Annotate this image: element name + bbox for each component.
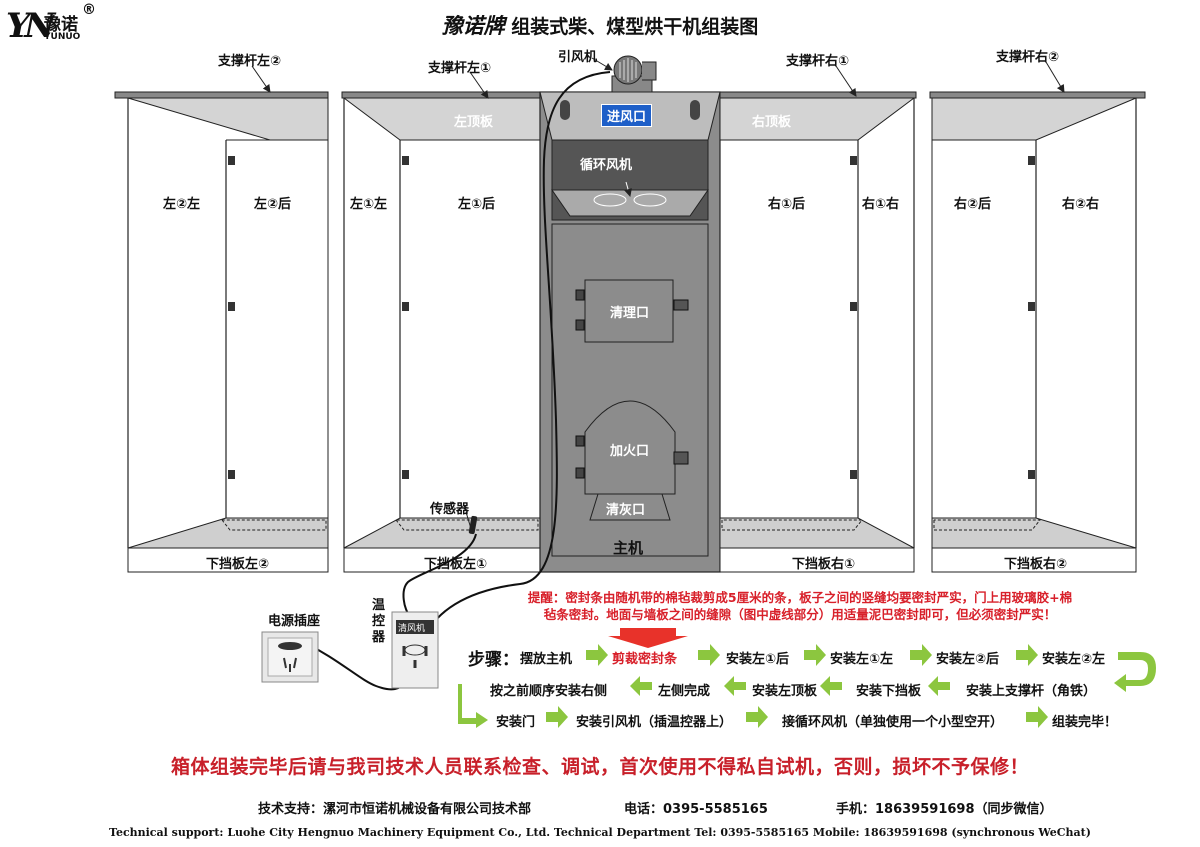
label-circ-fan: 循环风机 [580,158,633,173]
logo-cn: 豫诺 [44,15,78,35]
step-1-4: 安装左①左 [830,652,894,667]
warranty-warning: 箱体组装完毕后请与我司技术人员联系检查、调试，首次使用不得私自试机，否则，损坏不… [170,756,1029,778]
seal-notice-line1: 提醒：密封条由随机带的棉毡裁剪成5厘米的条，板子之间的竖缝均要密封严实，门上用玻… [527,590,1073,605]
label-ash-port: 清灰口 [606,503,646,518]
step-2-4: 安装下挡板 [856,684,922,699]
logo-mark: YN [6,6,55,46]
label-right1-right: 右①右 [862,197,900,212]
logo-en: YUNUO [44,32,81,42]
label-top-right: 右顶板 [752,115,792,130]
label-support-left-1: 支撑杆左① [428,61,492,76]
label-sensor: 传感器 [430,502,470,517]
label-right1-back: 右①后 [768,197,806,212]
support-english: Technical support: Luohe City Hengnuo Ma… [109,826,1091,839]
step-2-3: 安装左顶板 [752,684,818,699]
label-thermostat: 温控器 [372,598,386,645]
red-down-arrow [608,628,688,648]
step-2-1: 按之前顺序安装右侧 [490,684,608,699]
label-main-unit: 主机 [613,539,644,557]
label-support-right-2: 支撑杆右② [996,50,1060,65]
logo: YN 豫诺 YUNUO ® [6,2,106,48]
step-3-3: 接循环风机（单独使用一个小型空开） [782,715,1004,730]
seal-notice-line2: 毡条密封。地面与墙板之间的缝隙（图中虚线部分）用适量泥巴密封即可，但必须密封严实… [543,607,1057,622]
cabinet-right-1 [719,91,917,573]
label-left2-left: 左②左 [163,197,201,212]
label-right2-back: 右②后 [954,197,992,212]
label-bottom-left-1: 下挡板左① [424,557,488,572]
induced-fan-icon [611,55,657,93]
support-mobile: 手机：18639591698（同步微信） [836,802,1053,817]
label-support-left-2: 支撑杆左② [218,54,282,69]
cabinet-right-2 [929,91,1146,573]
sensor-probe [465,511,478,535]
label-left2-back: 左②后 [254,197,292,212]
step-1-6: 安装左②左 [1042,652,1106,667]
thermostat-icon [391,611,439,689]
flow-arrows [458,644,1156,728]
label-inlet: 进风口 [601,104,653,127]
support-phone: 电话：0395-5585165 [624,802,768,817]
label-left1-back: 左①后 [458,197,496,212]
logo-reg: ® [82,2,96,18]
title-rest: 组装式柴、煤型烘干机组装图 [504,16,759,38]
power-socket-icon [261,631,319,683]
title-brand: 豫诺牌 [441,14,505,38]
step-2-2: 左侧完成 [658,684,711,699]
thermostat-screen-text: 清风机 [398,624,426,634]
cabinet-left-2 [114,91,329,573]
cabinet-left-1 [341,91,541,573]
step-1-1: 摆放主机 [520,652,573,667]
label-top-left: 左顶板 [454,115,494,130]
label-right2-right: 右②右 [1062,197,1100,212]
support-tech: 技术支持：漯河市恒诺机械设备有限公司技术部 [258,802,532,817]
label-bottom-right-2: 下挡板右② [1004,557,1068,572]
label-bottom-right-1: 下挡板右① [792,557,856,572]
label-fire-port: 加火口 [610,444,650,459]
label-clean-port: 清理口 [610,306,650,321]
step-3-4: 组装完毕！ [1052,715,1118,730]
step-3-1: 安装门 [496,715,536,730]
label-bottom-left-2: 下挡板左② [206,557,270,572]
step-1-2: 剪裁密封条 [612,652,678,667]
step-3-2: 安装引风机（插温控器上） [576,715,733,730]
step-1-5: 安装左②后 [936,652,1000,667]
label-left1-left: 左①左 [350,197,388,212]
step-1-3: 安装左①后 [726,652,790,667]
page-title: 豫诺牌 组装式柴、煤型烘干机组装图 [0,10,1200,40]
main-unit-body [539,91,721,573]
label-fan: 引风机 [558,50,598,65]
steps-heading: 步骤： [468,650,519,670]
label-support-right-1: 支撑杆右① [786,54,850,69]
seal-notice: 提醒：密封条由随机带的棉毡裁剪成5厘米的条，板子之间的竖缝均要密封严实，门上用玻… [480,589,1120,623]
label-socket: 电源插座 [268,614,321,629]
step-2-5: 安装上支撑杆（角铁） [966,684,1097,699]
